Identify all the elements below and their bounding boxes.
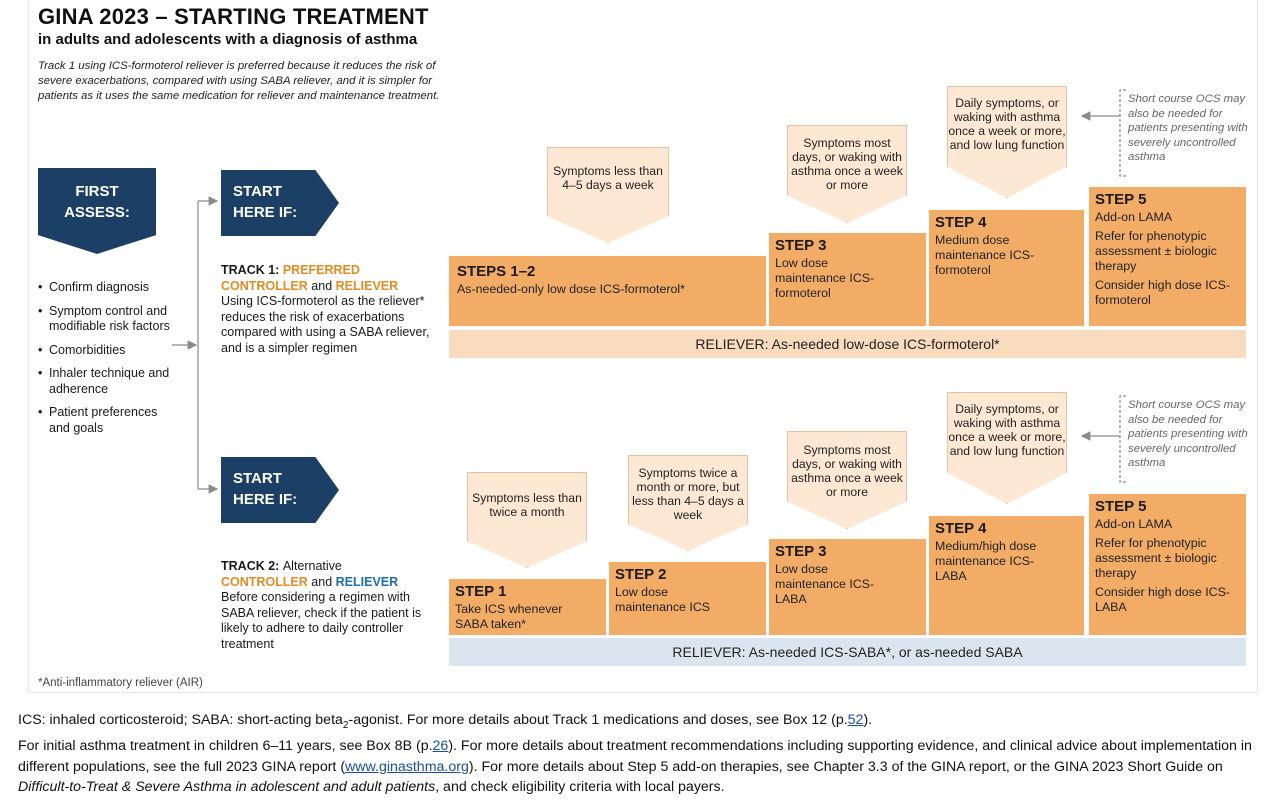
step-text: Low dose maintenance ICS bbox=[615, 585, 711, 614]
track1-label: TRACK 1: bbox=[221, 263, 280, 277]
list-item: Confirm diagnosis bbox=[36, 280, 176, 296]
short-guide-title: Difficult-to-Treat & Severe Asthma in ad… bbox=[18, 779, 436, 796]
alternative-label: Alternative bbox=[282, 559, 342, 573]
footer-subscript: 2 bbox=[342, 719, 349, 731]
start-here-line: START bbox=[233, 470, 282, 487]
preference-note: Track 1 using ICS-formoterol reliever is… bbox=[38, 59, 508, 104]
step-text: Low dose maintenance ICS-LABA bbox=[775, 562, 875, 606]
track1-step-1-2: STEPS 1–2 As-needed-only low dose ICS-fo… bbox=[449, 256, 766, 326]
step-title: STEP 3 bbox=[775, 237, 827, 254]
first-assess-line: ASSESS: bbox=[64, 204, 130, 221]
step-text: Add-on LAMA bbox=[1095, 210, 1173, 224]
footer-line-2: For initial asthma treatment in children… bbox=[18, 736, 1268, 798]
track2-text: Before considering a regimen with SABA r… bbox=[221, 590, 422, 651]
track1-reliever-bar: RELIEVER: As-needed low-dose ICS-formote… bbox=[449, 330, 1246, 358]
step-text: Low dose maintenance ICS-formoterol bbox=[775, 256, 875, 300]
step-text: Refer for phenotypic assessment ± biolog… bbox=[1095, 229, 1217, 273]
footer-line-1: ICS: inhaled corticosteroid; SABA: short… bbox=[18, 710, 1268, 736]
page-link-26[interactable]: 26 bbox=[432, 738, 449, 755]
controller-label: CONTROLLER bbox=[221, 278, 308, 293]
footer-text: ). For more details about Step 5 add-on … bbox=[468, 758, 1223, 775]
step-text: Medium dose maintenance ICS-formoterol bbox=[935, 233, 1035, 277]
gina-website-link[interactable]: www.ginasthma.org bbox=[345, 758, 469, 775]
step-title: STEP 2 bbox=[615, 566, 667, 583]
page-subtitle: in adults and adolescents with a diagnos… bbox=[38, 31, 418, 48]
page-link-52[interactable]: 52 bbox=[847, 712, 864, 728]
step-title: STEP 3 bbox=[775, 543, 827, 560]
page-title: GINA 2023 – STARTING TREATMENT bbox=[38, 4, 429, 29]
track1-step-4: STEP 4 Medium dose maintenance ICS-formo… bbox=[929, 210, 1084, 326]
step-title: STEP 5 bbox=[1095, 191, 1147, 208]
step-text: Refer for phenotypic assessment ± biolog… bbox=[1095, 536, 1217, 580]
start-here-badge-track2: START HERE IF: bbox=[221, 457, 339, 523]
footer-text: -agonist. For more details about Track 1… bbox=[348, 712, 848, 728]
track1-description: TRACK 1: PREFERRED CONTROLLER and RELIEV… bbox=[221, 263, 441, 356]
footer-text: For initial asthma treatment in children… bbox=[18, 738, 433, 755]
step-title: STEPS 1–2 bbox=[457, 263, 536, 280]
and-label: and bbox=[311, 574, 333, 589]
preferred-label: PREFERRED bbox=[282, 263, 360, 277]
reliever-label: RELIEVER bbox=[335, 278, 399, 293]
footer-notes: ICS: inhaled corticosteroid; SABA: short… bbox=[18, 710, 1268, 798]
step-title: STEP 5 bbox=[1095, 498, 1147, 515]
footer-text: ICS: inhaled corticosteroid; SABA: short… bbox=[18, 712, 343, 728]
step-text: Take ICS whenever SABA taken* bbox=[455, 602, 563, 631]
step-title: STEP 4 bbox=[935, 520, 987, 537]
track2-step-5: STEP 5 Add-on LAMA Refer for phenotypic … bbox=[1089, 494, 1246, 635]
track1-step-3: STEP 3 Low dose maintenance ICS-formoter… bbox=[769, 233, 926, 326]
track1-text: Using ICS-formoterol as the reliever* re… bbox=[221, 294, 430, 355]
step-title: STEP 1 bbox=[455, 583, 507, 600]
connector-lines bbox=[172, 89, 1126, 494]
first-assess-badge: FIRST ASSESS: bbox=[38, 168, 156, 254]
step-title: STEP 4 bbox=[935, 214, 987, 231]
note-line: severe exacerbations, compared with usin… bbox=[38, 75, 432, 87]
track2-reliever-bar: RELIEVER: As-needed ICS-SABA*, or as-nee… bbox=[449, 638, 1246, 666]
controller-label: CONTROLLER bbox=[221, 574, 308, 589]
footer-text: , and check eligibility criteria with lo… bbox=[435, 779, 725, 796]
track1-heading: TRACK 1: PREFERRED CONTROLLER and RELIEV… bbox=[221, 263, 441, 294]
ocs-bracket-top bbox=[1119, 89, 1126, 177]
track2-heading: TRACK 2: Alternative CONTROLLER and RELI… bbox=[221, 559, 441, 590]
assess-list: Confirm diagnosis Symptom control and mo… bbox=[36, 280, 176, 444]
ocs-note-track1: Short course OCS may also be needed for … bbox=[1128, 93, 1248, 163]
air-footnote: *Anti-inflammatory reliever (AIR) bbox=[38, 677, 203, 689]
step-text: Medium/high dose maintenance ICS-LABA bbox=[935, 539, 1037, 583]
track2-step-4: STEP 4 Medium/high dose maintenance ICS-… bbox=[929, 516, 1084, 635]
footer-text: ). bbox=[863, 712, 873, 728]
list-item: Patient preferences and goals bbox=[36, 405, 176, 436]
start-here-line: HERE IF: bbox=[233, 204, 298, 221]
track2-callout: Symptoms twice a month or more, but less… bbox=[628, 455, 748, 551]
step-text: As-needed-only low dose ICS-formoterol* bbox=[457, 282, 685, 296]
list-item: Symptom control and modifiable risk fact… bbox=[36, 304, 176, 335]
list-item: Comorbidities bbox=[36, 343, 176, 359]
ocs-note-track2: Short course OCS may also be needed for … bbox=[1128, 399, 1248, 469]
track2-label: TRACK 2: bbox=[221, 559, 280, 573]
track2-description: TRACK 2: Alternative CONTROLLER and RELI… bbox=[221, 559, 441, 652]
first-assess-line: FIRST bbox=[75, 183, 119, 200]
note-line: Track 1 using ICS-formoterol reliever is… bbox=[38, 60, 436, 72]
reliever-label: RELIEVER bbox=[335, 574, 399, 589]
and-label: and bbox=[311, 278, 333, 293]
track2-step-3: STEP 3 Low dose maintenance ICS-LABA bbox=[769, 539, 926, 635]
track2-step-1: STEP 1 Take ICS whenever SABA taken* bbox=[449, 579, 606, 635]
start-here-line: START bbox=[233, 183, 282, 200]
list-item: Inhaler technique and adherence bbox=[36, 366, 176, 397]
step-text: Consider high dose ICS-LABA bbox=[1095, 585, 1230, 614]
track2-step-2: STEP 2 Low dose maintenance ICS bbox=[609, 562, 766, 635]
start-here-badge-track1: START HERE IF: bbox=[221, 170, 339, 236]
start-here-line: HERE IF: bbox=[233, 491, 298, 508]
note-line: patients as it uses the same medication … bbox=[38, 90, 440, 102]
step-text: Consider high dose ICS-formoterol bbox=[1095, 278, 1230, 307]
footer-text: ). For more details about treatment reco… bbox=[18, 738, 1252, 775]
step-text: Add-on LAMA bbox=[1095, 517, 1173, 531]
ocs-bracket-bottom bbox=[1119, 395, 1126, 483]
track1-step-5: STEP 5 Add-on LAMA Refer for phenotypic … bbox=[1089, 187, 1246, 326]
